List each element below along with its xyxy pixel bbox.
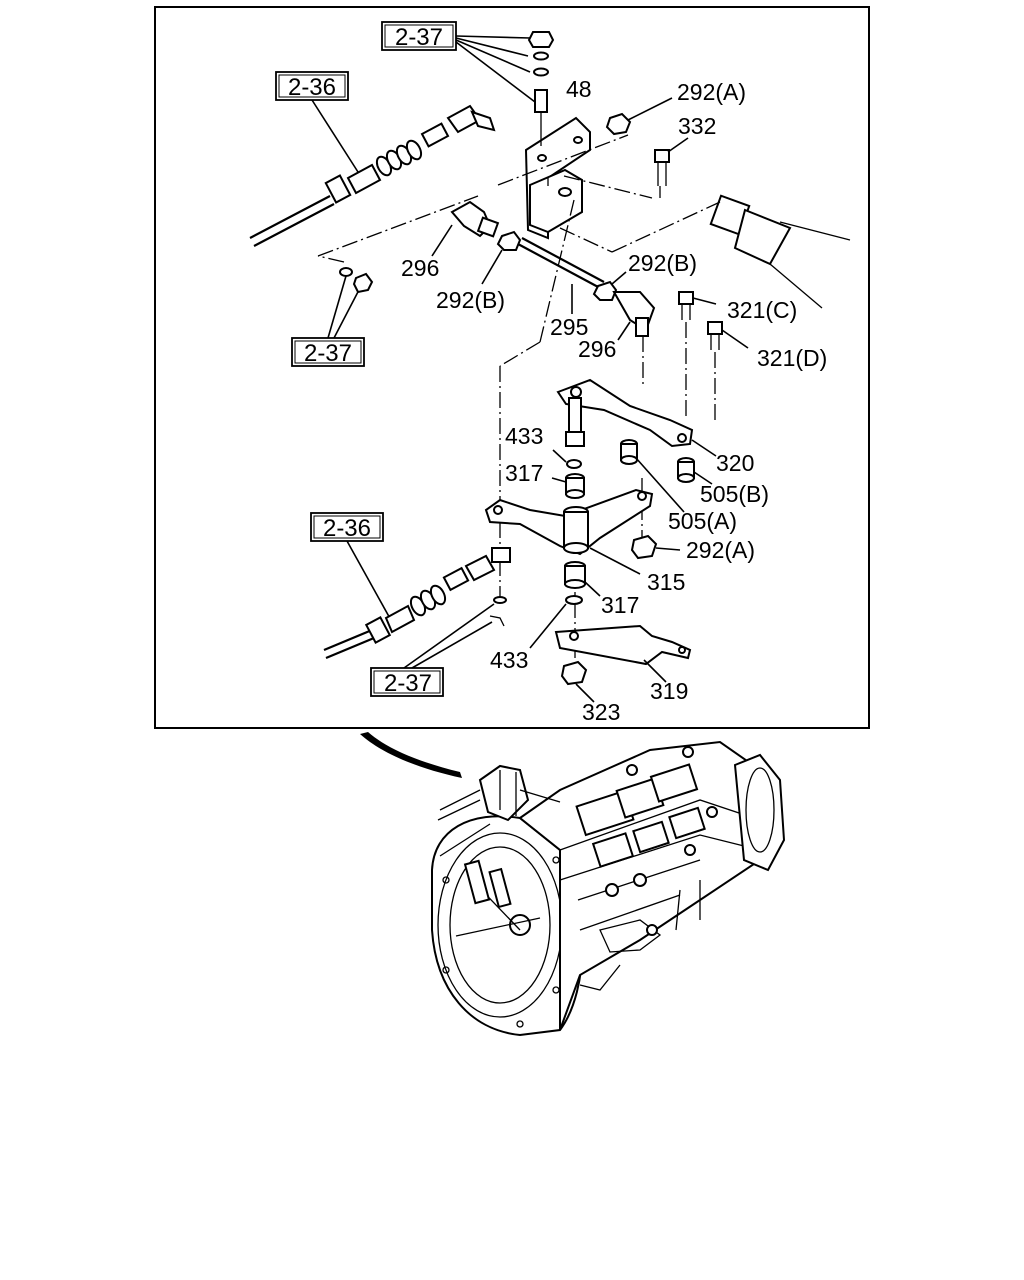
rod-end-296-right[interactable] xyxy=(612,291,656,341)
bushing-317-bottom[interactable] xyxy=(564,561,601,597)
part-labels: 48 292(A) 332 296 292(B) 292(B) 295 296 … xyxy=(401,76,827,725)
bolt-321d[interactable] xyxy=(707,321,749,350)
bolt-321c[interactable] xyxy=(678,291,717,320)
rod-end-296-left[interactable] xyxy=(431,200,500,257)
label-292a-bottom: 292(A) xyxy=(686,537,755,563)
label-317-bottom: 317 xyxy=(601,592,639,618)
location-arrow xyxy=(360,732,462,778)
svg-text:2-37: 2-37 xyxy=(395,24,443,51)
bushing-505a[interactable] xyxy=(620,439,685,513)
svg-text:2-37: 2-37 xyxy=(304,340,352,367)
shift-shaft-right xyxy=(709,194,851,309)
lever-320[interactable] xyxy=(556,378,717,457)
nut-292b-right[interactable] xyxy=(592,271,627,301)
label-317-top: 317 xyxy=(505,460,543,486)
ref-box-2-37-bottom[interactable]: 2-37 xyxy=(370,667,444,697)
bushing-317-top[interactable] xyxy=(551,473,585,499)
ref-box-2-37-mid[interactable]: 2-37 xyxy=(291,337,365,367)
label-321d: 321(D) xyxy=(757,345,827,371)
svg-text:2-37: 2-37 xyxy=(384,670,432,697)
svg-text:2-36: 2-36 xyxy=(288,74,336,101)
label-433-top: 433 xyxy=(505,423,543,449)
ref-box-2-36-bottom[interactable]: 2-36 xyxy=(310,512,384,542)
lever-315[interactable] xyxy=(484,488,654,575)
nut-292a-bottom[interactable] xyxy=(630,534,681,560)
label-321c: 321(C) xyxy=(727,297,797,323)
label-433-bottom: 433 xyxy=(490,647,528,673)
label-48: 48 xyxy=(566,76,592,102)
top-nut-washer-stack xyxy=(527,31,555,130)
label-292a-top: 292(A) xyxy=(677,79,746,105)
ref-box-2-36-top[interactable]: 2-36 xyxy=(275,71,349,101)
rod-295[interactable] xyxy=(517,237,605,314)
label-332: 332 xyxy=(678,113,716,139)
bolt-332[interactable] xyxy=(654,137,689,186)
nut-292b-left[interactable] xyxy=(481,230,522,285)
label-292b-left: 292(B) xyxy=(436,287,505,313)
label-292b-right: 292(B) xyxy=(628,250,697,276)
cable-lower-left xyxy=(323,547,511,660)
nut-323[interactable] xyxy=(560,660,595,703)
label-319: 319 xyxy=(650,678,688,704)
label-320: 320 xyxy=(716,450,754,476)
label-296-left: 296 xyxy=(401,255,439,281)
label-315: 315 xyxy=(647,569,685,595)
cable-upper-left xyxy=(249,104,496,247)
bracket-48[interactable] xyxy=(524,116,591,240)
label-505a: 505(A) xyxy=(668,508,737,534)
ref-leaders xyxy=(311,35,536,669)
bracket-319[interactable] xyxy=(554,624,692,683)
diagram-frame xyxy=(154,6,870,729)
svg-text:2-36: 2-36 xyxy=(323,515,371,542)
bushing-505b[interactable] xyxy=(677,457,713,485)
pin-top xyxy=(565,397,585,447)
oring-433-top[interactable] xyxy=(552,449,582,469)
label-505b: 505(B) xyxy=(700,481,769,507)
transmission-illustration xyxy=(431,740,786,1037)
oring-433-bottom[interactable] xyxy=(529,595,583,649)
assembly-centerlines xyxy=(317,130,721,662)
label-295: 295 xyxy=(550,314,588,340)
label-323: 323 xyxy=(582,699,620,725)
label-296-right: 296 xyxy=(578,336,616,362)
washer-nut-left xyxy=(339,267,374,294)
nut-292a-top[interactable] xyxy=(605,97,673,136)
ref-box-2-37-top[interactable]: 2-37 xyxy=(381,21,457,51)
